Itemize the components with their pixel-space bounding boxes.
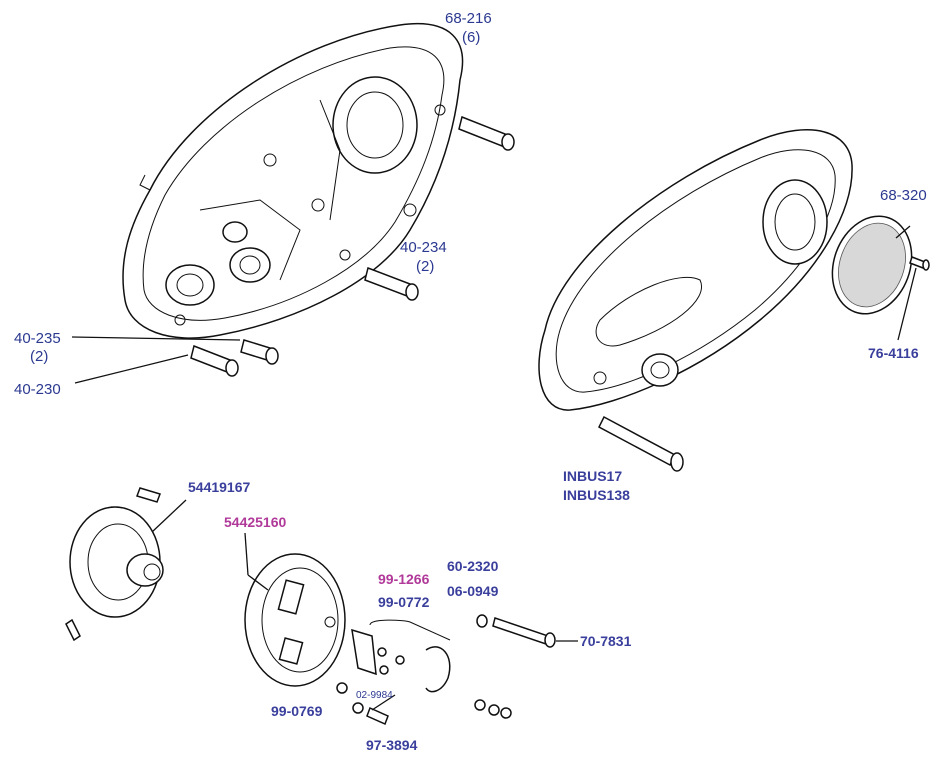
label-40-235-qty: (2): [30, 348, 48, 365]
label-68-216-qty: (6): [462, 29, 480, 46]
label-99-0772: 99-0772: [378, 594, 430, 610]
inner-primary-case: [122, 23, 464, 339]
label-76-4116: 76-4116: [868, 345, 919, 361]
label-97-3894: 97-3894: [366, 737, 418, 753]
label-60-2320: 60-2320: [447, 558, 499, 574]
advance-unit-54419167: [65, 487, 164, 642]
outer-primary-cover: [538, 129, 853, 411]
screw-40-234: [364, 266, 419, 301]
label-68-216: 68-216: [445, 10, 492, 27]
label-06-0949: 06-0949: [447, 583, 499, 599]
label-54419167: 54419167: [188, 479, 251, 495]
label-40-234: 40-234: [400, 239, 447, 256]
screw-40-235: [240, 339, 279, 365]
pivot-parts: [352, 614, 556, 726]
label-40-230: 40-230: [14, 381, 61, 398]
label-54425160: 54425160: [224, 514, 287, 530]
screw-40-230: [190, 344, 239, 377]
label-inbus17: INBUS17: [563, 468, 622, 484]
label-70-7831: 70-7831: [580, 633, 632, 649]
screw-76-4116: [909, 256, 930, 271]
inspection-cap-68-320: [831, 215, 913, 315]
label-inbus138: INBUS138: [563, 487, 630, 503]
screw-68-216: [458, 115, 515, 151]
bolt-inbus: [598, 415, 684, 472]
label-99-1266: 99-1266: [378, 571, 430, 587]
label-99-0769: 99-0769: [271, 703, 323, 719]
label-40-234-qty: (2): [416, 258, 434, 275]
contact-set: [336, 628, 451, 694]
label-02-9984: 02-9984: [356, 690, 393, 701]
label-68-320: 68-320: [880, 187, 927, 204]
backplate-54425160: [244, 553, 346, 687]
label-40-235: 40-235: [14, 330, 61, 347]
